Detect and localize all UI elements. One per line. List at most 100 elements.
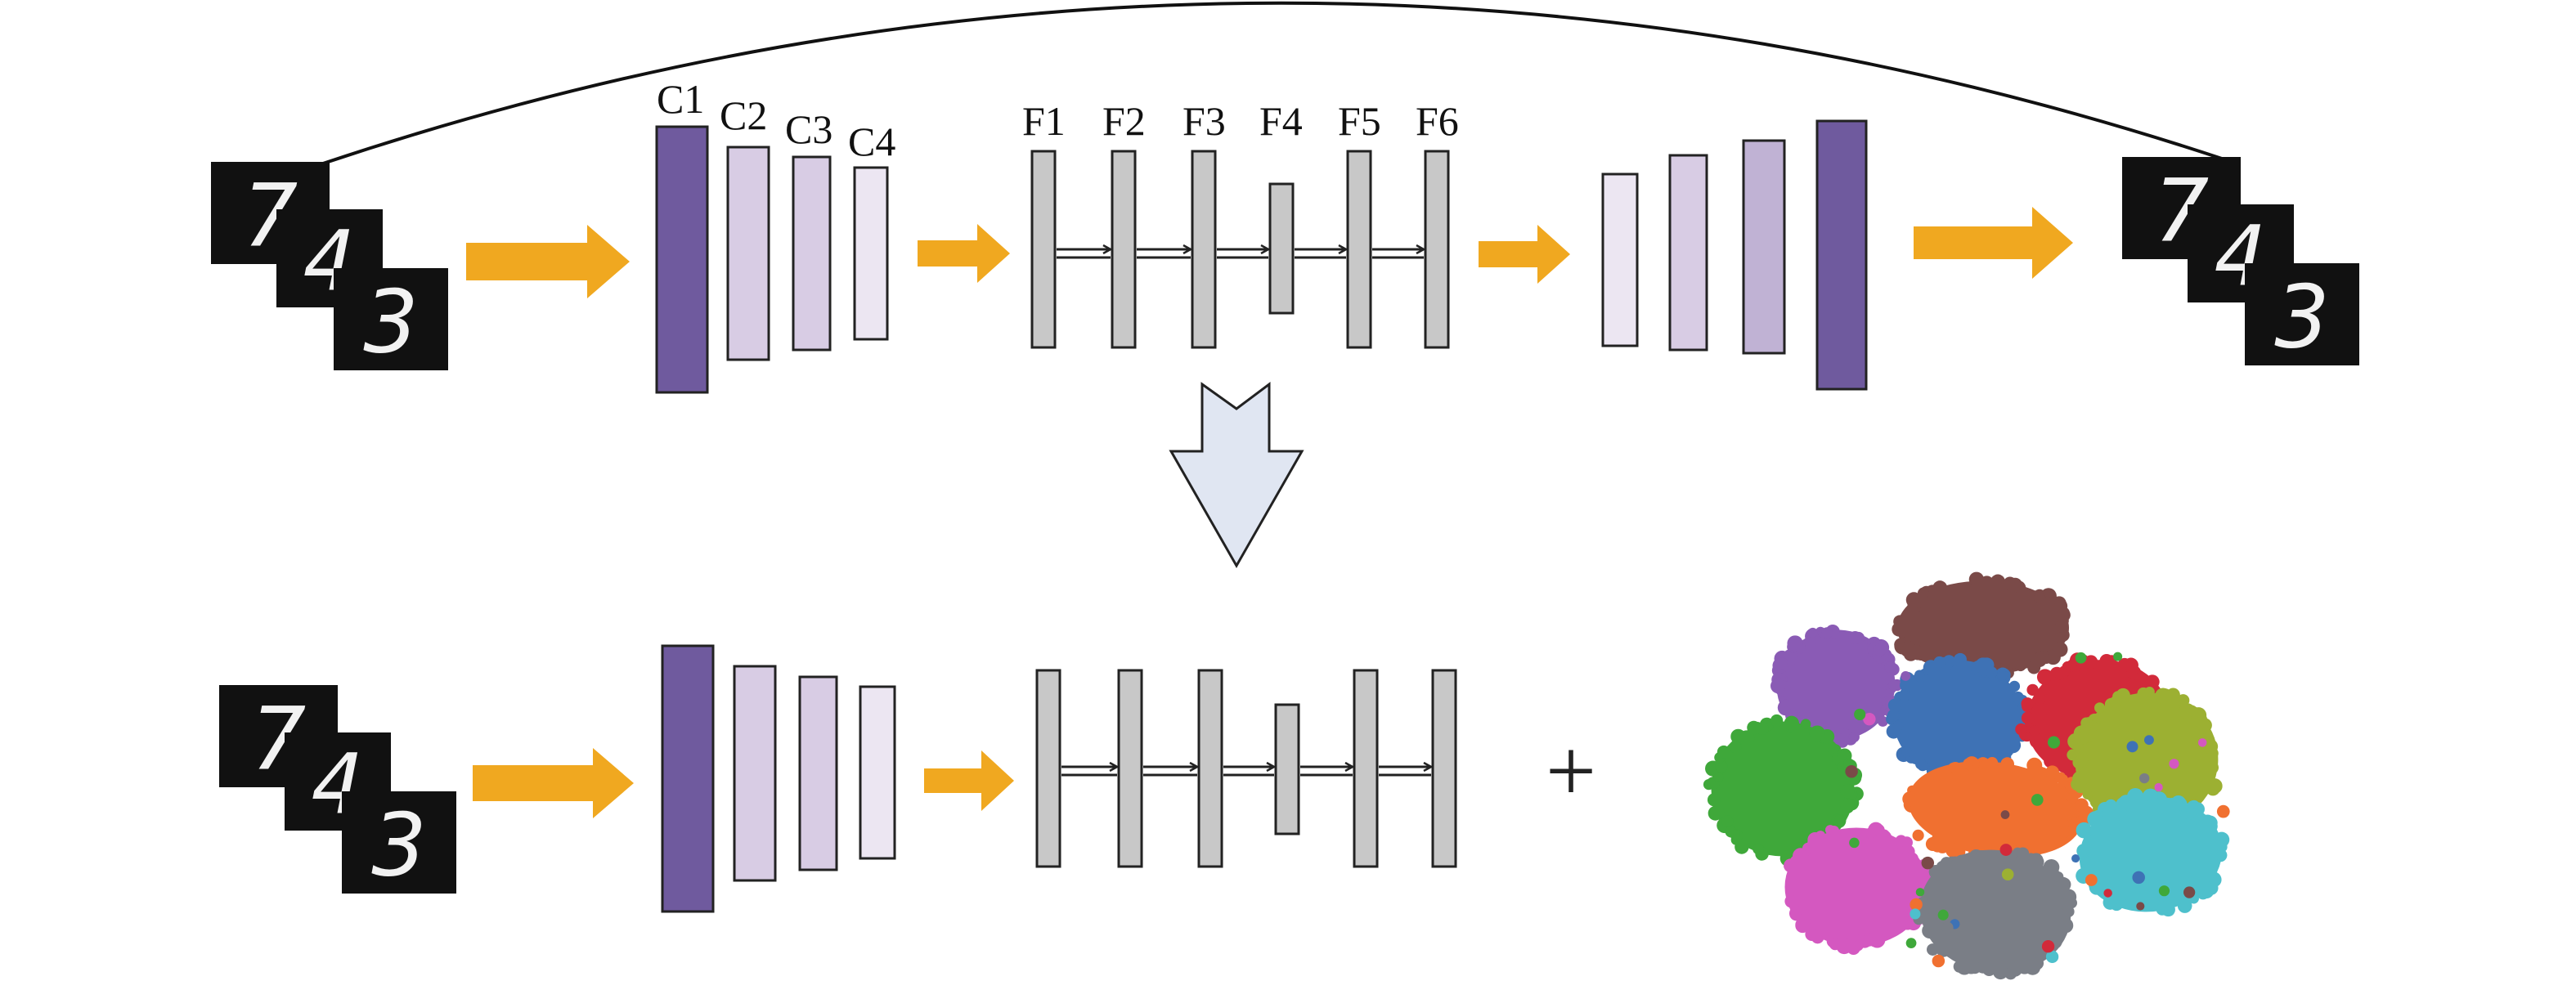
- stray-point: [2126, 741, 2138, 753]
- fc-layer-f4-bottom: [1274, 703, 1300, 835]
- digit-image-1: 4: [285, 732, 391, 833]
- fc-layer-f5-bottom: [1353, 669, 1379, 868]
- stray-point: [2143, 735, 2154, 746]
- encoder-conv-layers-bottom: [661, 644, 896, 913]
- label-c4: C4: [848, 119, 895, 164]
- stray-point: [1932, 954, 1945, 968]
- stray-point: [2113, 652, 2123, 661]
- stray-point: [2216, 804, 2230, 818]
- fc-layer-f3: [1191, 150, 1217, 349]
- label-c2: C2: [720, 92, 767, 138]
- stray-point: [2132, 871, 2145, 885]
- stray-point: [1910, 898, 1923, 912]
- stray-point: [1915, 888, 1925, 897]
- stray-point: [1849, 837, 1860, 849]
- stray-point: [2154, 782, 2163, 792]
- stray-point: [2158, 885, 2170, 897]
- flow-arrow-4: [1914, 207, 2073, 279]
- label-c3: C3: [785, 106, 832, 152]
- stray-point: [1999, 844, 2013, 856]
- stray-point: [2047, 736, 2061, 749]
- stray-point: [2139, 773, 2150, 784]
- stray-point: [2033, 692, 2046, 706]
- stray-point: [2103, 889, 2112, 898]
- flow-arrow-3: [1479, 225, 1570, 284]
- digit-label-2: 3: [363, 272, 418, 373]
- stray-point: [2045, 950, 2059, 963]
- digit-image-2: 3: [334, 268, 448, 373]
- stray-point: [2197, 738, 2207, 747]
- cluster-green: [1703, 714, 1864, 867]
- digit-image-2: 3: [342, 791, 456, 896]
- fc-layer-f6: [1424, 150, 1450, 349]
- decoder-layer-1: [1601, 172, 1639, 347]
- decoder-layer-3: [1742, 139, 1786, 355]
- stray-point: [1937, 909, 1949, 921]
- decoder-layers-top: [1601, 119, 1868, 391]
- conv-layer-c3: [792, 155, 832, 352]
- fc-layers-top: [1030, 150, 1450, 349]
- fc-layer-f2: [1111, 150, 1137, 349]
- conv-layer-c3-bottom: [798, 675, 838, 871]
- cluster-cyan: [2076, 788, 2230, 917]
- flow-arrow-1: [466, 225, 630, 298]
- stray-point: [2183, 886, 2196, 898]
- decoder-layer-4: [1815, 119, 1868, 391]
- flow-arrow-2: [918, 224, 1010, 283]
- fc-connections-bottom: [1061, 767, 1431, 777]
- stray-point: [1921, 856, 1935, 870]
- fc-layer-f3-bottom: [1197, 669, 1223, 868]
- stray-point: [2000, 810, 2010, 819]
- conv-layer-c1-bottom: [661, 644, 715, 913]
- cluster-gray: [1913, 847, 2078, 980]
- stray-point: [2071, 853, 2080, 863]
- flow-arrow-5: [473, 748, 634, 818]
- stray-point: [1854, 708, 1866, 721]
- stray-point: [1863, 712, 1876, 726]
- label-f6: F6: [1416, 98, 1459, 144]
- down-arrow: [1169, 382, 1304, 569]
- label-f1: F1: [1022, 98, 1066, 144]
- stray-point: [1910, 908, 1921, 920]
- stray-point: [2031, 794, 2044, 806]
- conv-layer-c4-bottom: [859, 685, 896, 860]
- stray-point: [2052, 754, 2062, 764]
- label-c1: C1: [657, 76, 704, 122]
- fc-layer-f4: [1268, 182, 1295, 315]
- flow-arrow-6: [924, 750, 1014, 811]
- encoder-conv-layers-top: [655, 125, 889, 394]
- fc-layer-f2-bottom: [1117, 669, 1143, 868]
- fc-layer-f1-bottom: [1035, 669, 1061, 868]
- cluster-scatter-plot: [1703, 571, 2230, 980]
- stray-point: [1941, 921, 1954, 934]
- stray-point: [1845, 764, 1858, 778]
- stray-point: [2169, 759, 2179, 769]
- label-f5: F5: [1338, 98, 1381, 144]
- fc-layer-f1: [1030, 150, 1057, 349]
- stray-point: [2001, 868, 2014, 880]
- stray-point: [2075, 652, 2087, 664]
- fc-layer-f5: [1346, 150, 1372, 349]
- conv-layer-c2: [726, 146, 770, 361]
- stray-point: [1901, 671, 1911, 681]
- digit-label-2: 3: [2274, 267, 2329, 368]
- stray-point: [2085, 874, 2098, 886]
- label-f4: F4: [1259, 98, 1303, 144]
- conv-layer-c2-bottom: [733, 665, 777, 882]
- digit-image-2: 3: [2245, 263, 2359, 368]
- label-f2: F2: [1102, 98, 1146, 144]
- label-f3: F3: [1183, 98, 1226, 144]
- stray-point: [2041, 940, 2055, 953]
- reconstruction-arc: [322, 1, 2225, 165]
- fc-layers-bottom: [1035, 669, 1457, 868]
- stray-point: [2136, 902, 2145, 911]
- plus-sign: +: [1546, 721, 1596, 821]
- conv-layer-c4: [853, 166, 889, 341]
- decoder-layer-2: [1668, 154, 1708, 352]
- digit-label-2: 3: [371, 795, 426, 896]
- fc-connections-top: [1057, 249, 1424, 259]
